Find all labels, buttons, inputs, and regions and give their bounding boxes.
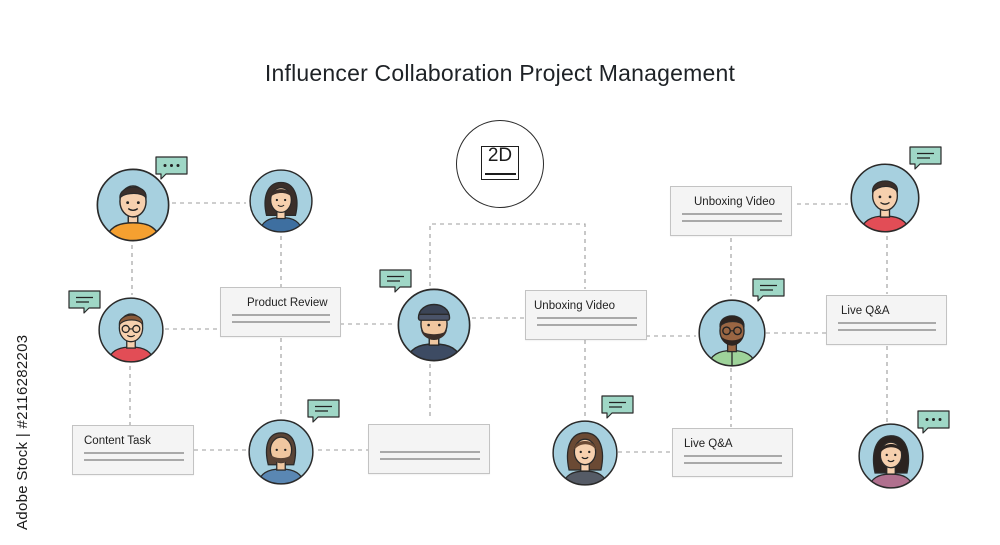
woman-avatar-icon[interactable] (551, 419, 619, 487)
task-card-label: Unboxing Video (534, 300, 615, 312)
task-card-content-task[interactable]: Content Task (72, 425, 194, 475)
2d-badge: 2D (456, 120, 544, 208)
task-card-label: Live Q&A (841, 305, 890, 317)
connector (429, 223, 586, 289)
diagram-title: Influencer Collaboration Project Managem… (264, 60, 736, 86)
text-placeholder-line (232, 314, 330, 316)
chat-bubble-icon (601, 395, 634, 419)
text-placeholder-line (838, 322, 936, 324)
text-placeholder-line (84, 452, 184, 454)
badge-underline (485, 173, 516, 175)
text-placeholder-line (838, 329, 936, 331)
typing-chat-bubble-icon (155, 156, 188, 180)
text-placeholder-line (380, 451, 480, 453)
text-placeholder-line (537, 317, 637, 319)
man-glasses-avatar-icon[interactable] (97, 296, 165, 364)
chat-bubble-icon (307, 399, 340, 423)
text-placeholder-line (682, 213, 782, 215)
man-avatar-icon[interactable] (95, 167, 171, 243)
man-glasses-avatar-icon[interactable] (697, 298, 767, 368)
task-card-live-qa-bottom[interactable]: Live Q&A (672, 428, 793, 477)
task-card-label: Content Task (84, 435, 151, 447)
chat-bubble-icon (752, 278, 785, 302)
text-placeholder-line (682, 220, 782, 222)
task-card-unboxing-video-center[interactable]: Unboxing Video (525, 290, 647, 340)
text-placeholder-line (684, 462, 782, 464)
stock-watermark: Adobe Stock | #2116282203 (14, 334, 31, 530)
woman-avatar-icon[interactable] (248, 168, 314, 234)
text-placeholder-line (684, 455, 782, 457)
task-card-label: Product Review (247, 297, 328, 309)
badge-frame (481, 146, 519, 180)
text-placeholder-line (84, 459, 184, 461)
task-card-unboxing-video-top[interactable]: Unboxing Video (670, 186, 792, 236)
task-card-live-qa-right[interactable]: Live Q&A (826, 295, 947, 345)
text-placeholder-line (380, 458, 480, 460)
text-placeholder-line (232, 321, 330, 323)
man-beanie-avatar-icon[interactable] (396, 287, 472, 363)
badge-label: 2D (487, 145, 513, 166)
chat-bubble-icon (68, 290, 101, 314)
task-card-label: Unboxing Video (694, 196, 775, 208)
text-placeholder-line (537, 324, 637, 326)
chat-bubble-icon (379, 269, 412, 293)
task-card-product-review[interactable]: Product Review (220, 287, 341, 337)
woman-avatar-icon[interactable] (857, 422, 925, 490)
task-card-blank[interactable] (368, 424, 490, 474)
man-beard-avatar-icon[interactable] (247, 418, 315, 486)
typing-chat-bubble-icon (917, 410, 950, 434)
man-avatar-icon[interactable] (849, 162, 921, 234)
task-card-label: Live Q&A (684, 438, 733, 450)
chat-bubble-icon (909, 146, 942, 170)
